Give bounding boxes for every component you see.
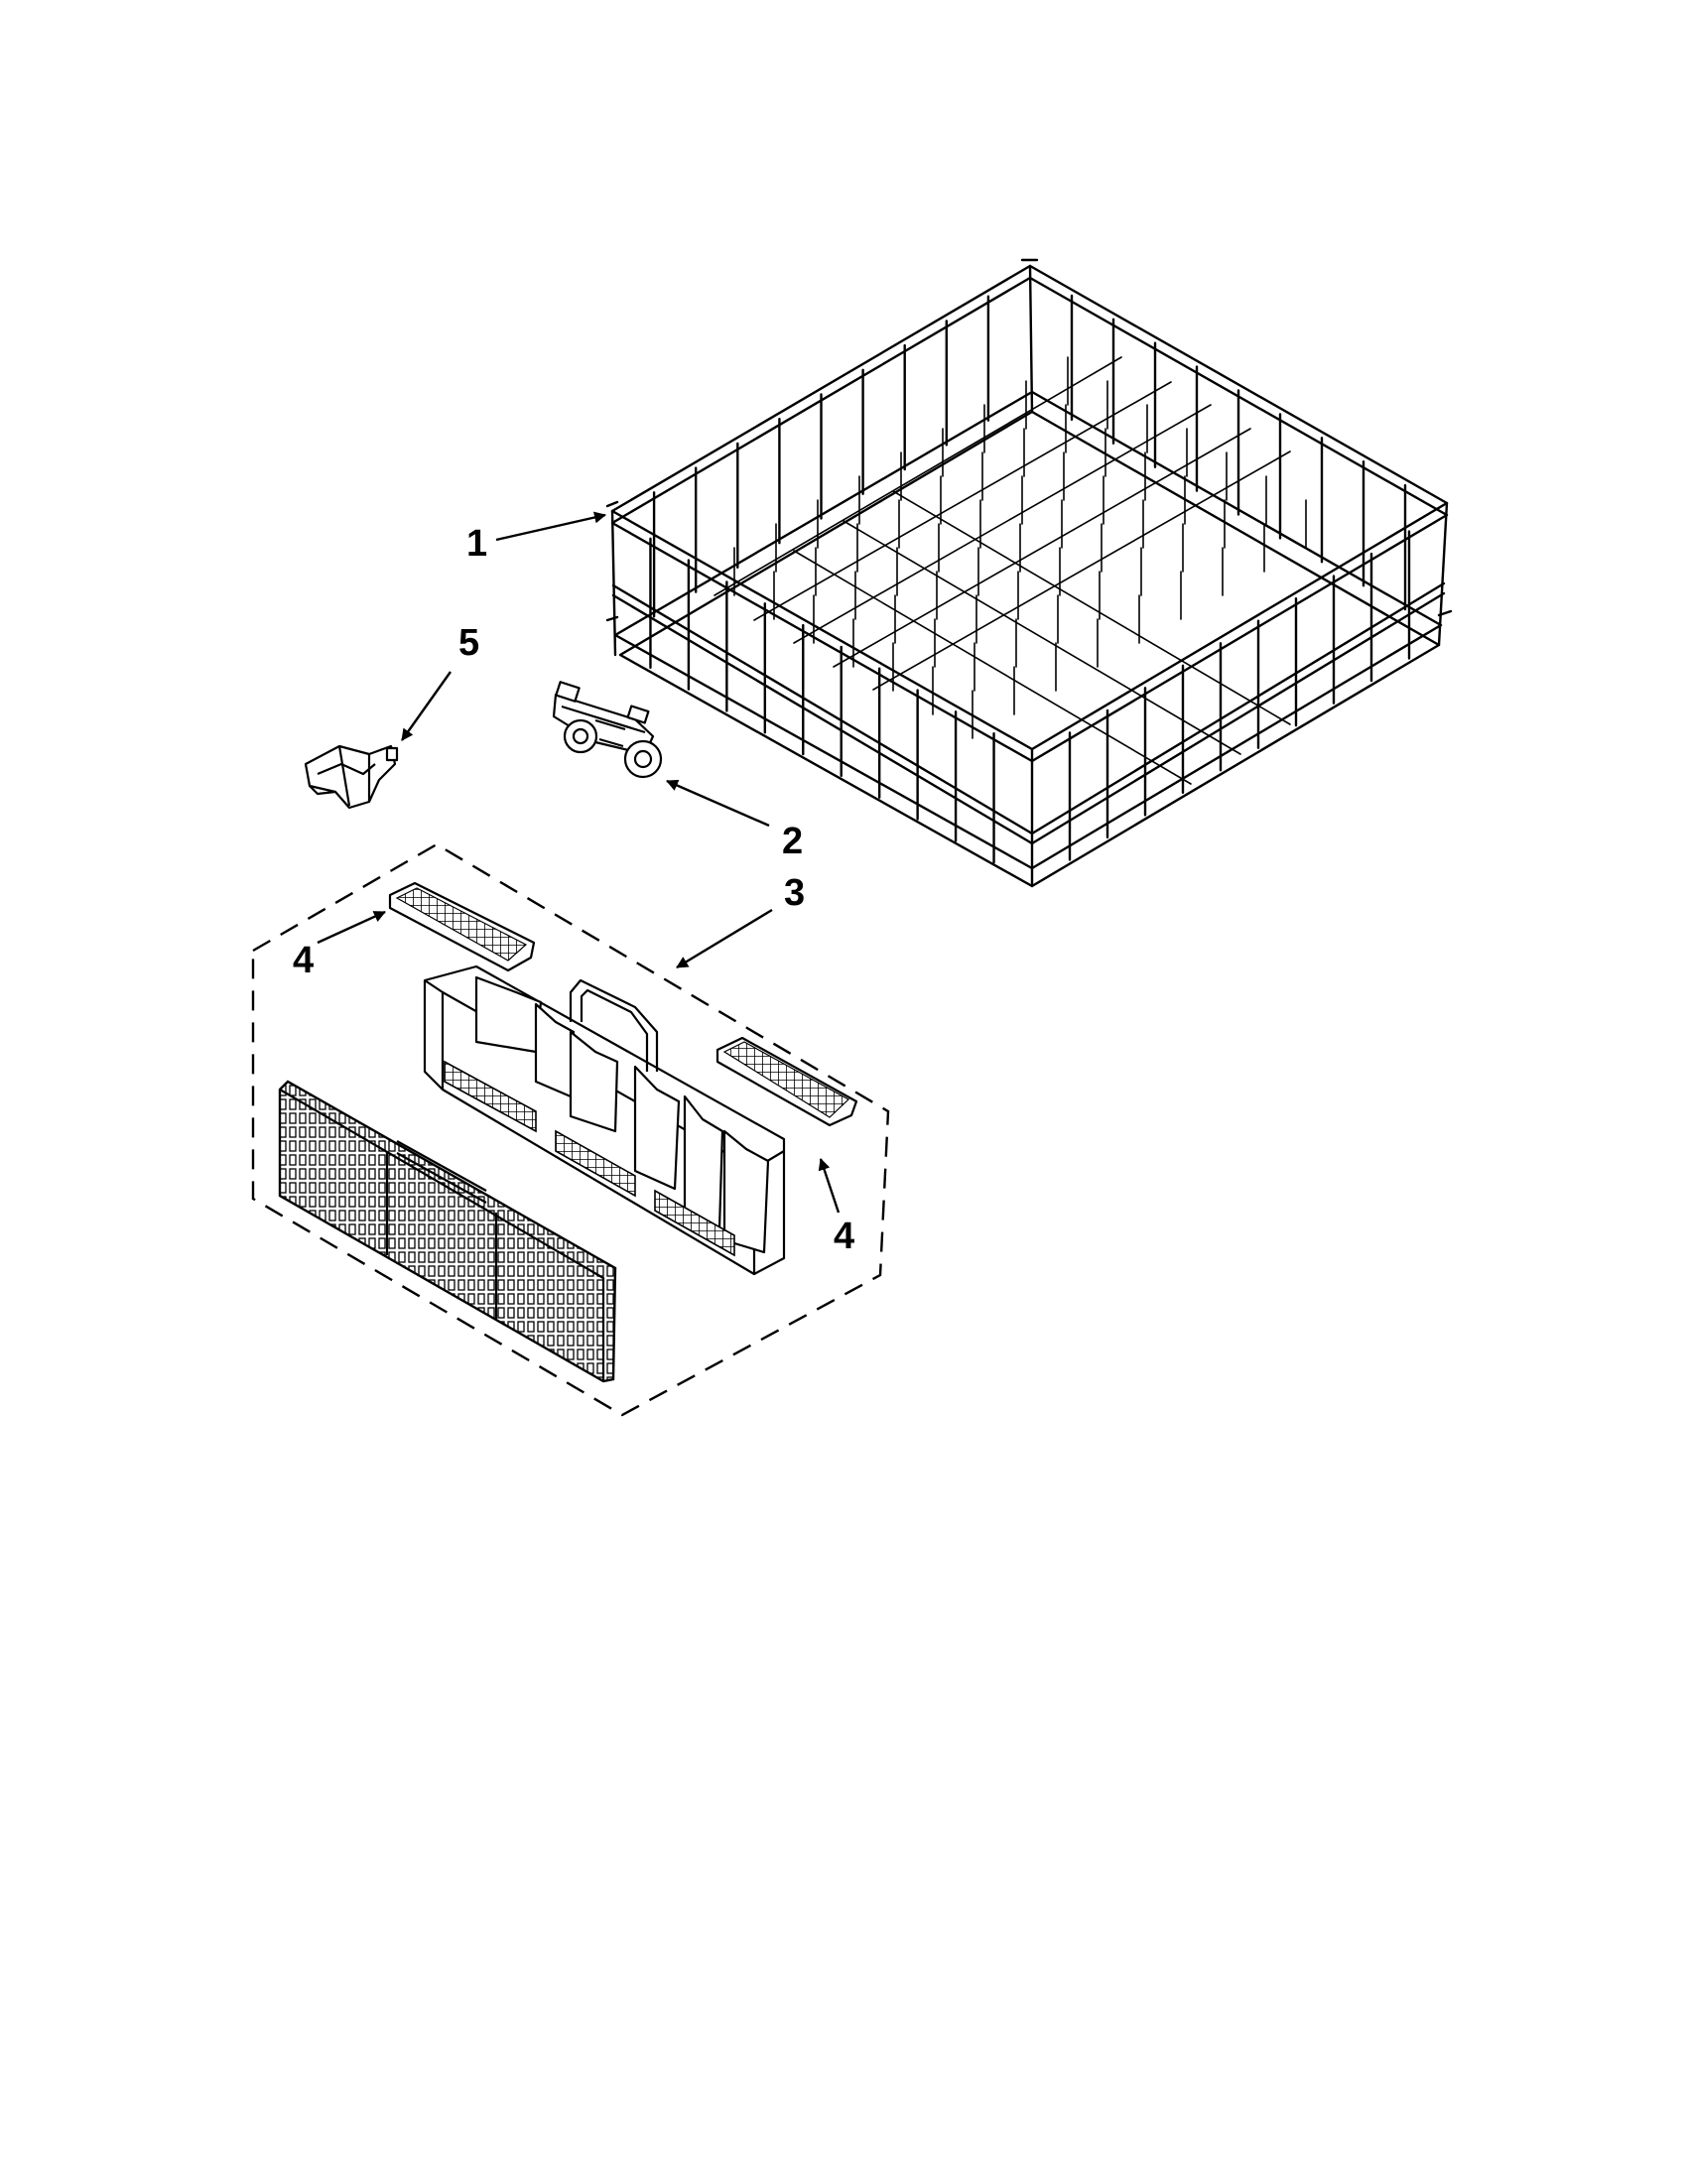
rack-clip	[304, 744, 399, 810]
callout-2-label: 2	[782, 821, 803, 862]
callout-4-right-label: 4	[834, 1216, 854, 1257]
callout-4-left-label: 4	[293, 940, 314, 981]
callout-roller: 2	[666, 779, 803, 862]
callout-cover-left: 4	[293, 910, 386, 981]
rack-roller	[552, 681, 663, 779]
callout-basket-group: 3	[676, 872, 805, 969]
callout-cover-right: 4	[818, 1158, 854, 1257]
basket-body	[423, 964, 786, 1276]
dish-rack	[605, 258, 1453, 888]
callout-clip: 5	[401, 622, 479, 741]
basket-cover-right	[715, 1036, 858, 1127]
silverware-basket-group	[251, 842, 890, 1417]
callout-rack: 1	[466, 511, 606, 565]
basket-front-grille	[278, 1080, 617, 1383]
callout-1-label: 1	[466, 523, 487, 565]
basket-cover-left	[388, 881, 536, 972]
callout-3-label: 3	[784, 872, 805, 914]
group-outline	[251, 842, 890, 1417]
callout-5-label: 5	[458, 622, 479, 664]
